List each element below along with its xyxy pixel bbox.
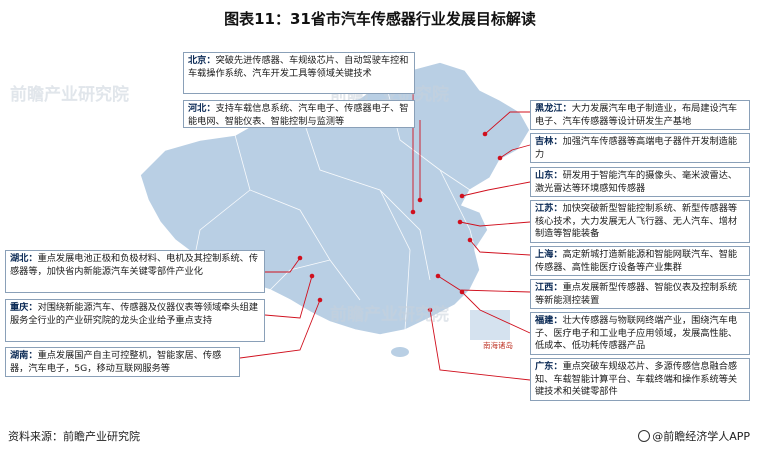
province-name: 湖南： bbox=[10, 350, 38, 361]
province-box-hubei: 湖北：重点发展电池正极和负极材料、电机及其控制系统、传感器等，加快省内新能源汽车… bbox=[5, 250, 265, 293]
watermark: 前瞻产业研究院 bbox=[10, 85, 129, 105]
province-box-chongqing: 重庆：对围绕新能源汽车、传感器及仪器仪表等领域牵头组建服务全行业的产业研究院的龙… bbox=[5, 299, 265, 342]
province-box-heilongjiang: 黑龙江：大力发展汽车电子制造业，布局建设汽车电子、汽车传感器等设计研发生产基地 bbox=[530, 100, 750, 130]
province-desc: 高定新城打造新能源和智能网联汽车、智能传感器、高性能医疗设备等产业集群 bbox=[535, 249, 738, 273]
province-box-jiangsu: 江苏：加快突破新型智能控制系统、新型传感器等核心技术，大力发展无人飞行器、无人汽… bbox=[530, 200, 750, 243]
brand-text: @前瞻经济学人APP bbox=[652, 430, 750, 443]
province-box-hebei: 河北：支持车载信息系统、汽车电子、传感器电子、智能电网、智能仪表、智能控制与监测… bbox=[183, 100, 415, 128]
province-name: 湖北： bbox=[10, 253, 38, 264]
connector-jiangsu bbox=[459, 221, 531, 227]
province-desc: 对围绕新能源汽车、传感器及仪器仪表等领域牵头组建服务全行业的产业研究院的龙头企业… bbox=[10, 302, 259, 326]
province-desc: 壮大传感器与物联网终端产业，围绕汽车电子、医疗电子和工业电子应用领域，发展高性能… bbox=[535, 315, 738, 351]
province-desc: 重点突破车规级芯片、多源传感信息融合感知、车载智能计算平台、车载终端和操作系统等… bbox=[535, 361, 738, 397]
connector-hubei bbox=[265, 257, 301, 273]
brand-logo-icon bbox=[638, 430, 651, 442]
province-box-fujian: 福建：壮大传感器与物联网终端产业，围绕汽车电子、医疗电子和工业电子应用领域，发展… bbox=[530, 312, 750, 355]
marker-chongqing bbox=[309, 273, 315, 279]
province-box-guangdong: 广东：重点突破车规级芯片、多源传感信息融合感知、车载智能计算平台、车载终端和操作… bbox=[530, 358, 750, 401]
source-note: 资料来源：前瞻产业研究院 bbox=[8, 430, 140, 443]
connector-jilin bbox=[499, 144, 531, 159]
province-name: 广东： bbox=[535, 361, 563, 372]
province-desc: 大力发展汽车电子制造业，布局建设汽车电子、汽车传感器等设计研发生产基地 bbox=[535, 103, 738, 127]
province-box-jilin: 吉林：加强汽车传感器等高端电子器件开发制造能力 bbox=[530, 133, 750, 163]
connector-shandong bbox=[461, 181, 531, 197]
marker-shanghai bbox=[467, 237, 473, 243]
province-desc: 重点发展新型传感器、智能仪表及控制系统等新能测控装置 bbox=[535, 282, 738, 306]
province-box-beijing: 北京：突破先进传感器、车规级芯片、自动驾驶车控和车载操作系统、汽车开发工具等领域… bbox=[183, 52, 415, 94]
province-name: 福建： bbox=[535, 315, 563, 326]
province-name: 黑龙江： bbox=[535, 103, 572, 114]
province-desc: 突破先进传感器、车规级芯片、自动驾驶车控和车载操作系统、汽车开发工具等领域关键技… bbox=[188, 55, 409, 79]
watermark: 前瞻产业研究院 bbox=[330, 305, 449, 325]
marker-heilongjiang bbox=[482, 131, 488, 137]
connector-fujian bbox=[461, 291, 531, 334]
province-desc: 加快突破新型智能控制系统、新型传感器等核心技术，大力发展无人飞行器、无人汽车、增… bbox=[535, 203, 738, 239]
province-box-shandong: 山东：研发用于智能汽车的摄像头、毫米波雷达、激光雷达等环境感知传感器 bbox=[530, 167, 750, 197]
south-sea-label: 南海诸岛 bbox=[483, 341, 513, 350]
marker-fujian bbox=[459, 289, 465, 295]
province-name: 江苏： bbox=[535, 203, 563, 214]
marker-guangdong bbox=[427, 307, 433, 313]
connector-chongqing bbox=[264, 275, 313, 319]
province-box-shanghai: 上海：高定新城打造新能源和智能网联汽车、智能传感器、高性能医疗设备等产业集群 bbox=[530, 246, 750, 276]
marker-jiangxi bbox=[435, 273, 441, 279]
province-name: 重庆： bbox=[10, 302, 38, 313]
province-name: 江西： bbox=[535, 282, 563, 293]
connector-heilongjiang bbox=[484, 111, 530, 135]
province-name: 山东： bbox=[535, 170, 563, 181]
connector-guangdong bbox=[429, 309, 531, 381]
province-name: 上海： bbox=[535, 249, 563, 260]
hainan-island bbox=[391, 347, 409, 357]
marker-hebei bbox=[417, 197, 423, 203]
province-name: 北京： bbox=[188, 55, 216, 66]
marker-shandong bbox=[459, 193, 465, 199]
province-box-jiangxi: 江西：重点发展新型传感器、智能仪表及控制系统等新能测控装置 bbox=[530, 279, 750, 309]
province-desc: 支持车载信息系统、汽车电子、传感器电子、智能电网、智能仪表、智能控制与监测等 bbox=[188, 103, 409, 127]
marker-beijing bbox=[410, 209, 416, 215]
province-name: 吉林： bbox=[535, 136, 563, 147]
province-desc: 加强汽车传感器等高端电子器件开发制造能力 bbox=[535, 136, 738, 160]
province-box-hunan: 湖南：重点发展国产自主可控整机，智能家居、传感器，汽车电子，5G，移动互联网服务… bbox=[5, 347, 240, 377]
connector-hunan bbox=[239, 299, 321, 359]
province-desc: 重点发展国产自主可控整机，智能家居、传感器，汽车电子，5G，移动互联网服务等 bbox=[10, 350, 222, 374]
marker-jiangsu bbox=[457, 219, 463, 225]
connector-jiangxi bbox=[437, 275, 531, 293]
connector-shanghai bbox=[469, 239, 531, 256]
marker-hubei bbox=[297, 255, 303, 261]
chart-title: 图表11：31省市汽车传感器行业发展目标解读 bbox=[224, 10, 536, 28]
province-name: 河北： bbox=[188, 103, 216, 114]
brand-credit: @前瞻经济学人APP bbox=[638, 428, 750, 444]
province-desc: 重点发展电池正极和负极材料、电机及其控制系统、传感器等，加快省内新能源汽车关键零… bbox=[10, 253, 259, 277]
province-desc: 研发用于智能汽车的摄像头、毫米波雷达、激光雷达等环境感知传感器 bbox=[535, 170, 738, 194]
marker-hunan bbox=[317, 297, 323, 303]
marker-jilin bbox=[497, 155, 503, 161]
